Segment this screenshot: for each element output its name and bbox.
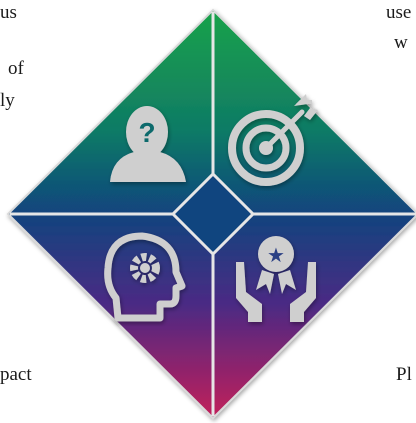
text-fragment-top-right-1: use xyxy=(386,2,412,23)
head-gear-icon xyxy=(104,232,186,322)
center-diamond xyxy=(170,171,256,257)
target-arrow-icon xyxy=(228,94,318,186)
text-fragment-top-left-1: us xyxy=(0,2,17,23)
person-question-icon: ? xyxy=(110,106,186,182)
svg-text:?: ? xyxy=(138,117,155,148)
hands-award-icon: ★ xyxy=(236,236,316,322)
text-fragment-top-left-3: ly xyxy=(0,90,15,111)
text-fragment-bottom-left: pact xyxy=(0,364,32,385)
text-fragment-top-left-2: of xyxy=(8,58,24,79)
svg-text:★: ★ xyxy=(267,243,285,267)
text-fragment-top-right-2: w xyxy=(394,32,408,53)
text-fragment-bottom-right: Pl xyxy=(396,364,412,385)
